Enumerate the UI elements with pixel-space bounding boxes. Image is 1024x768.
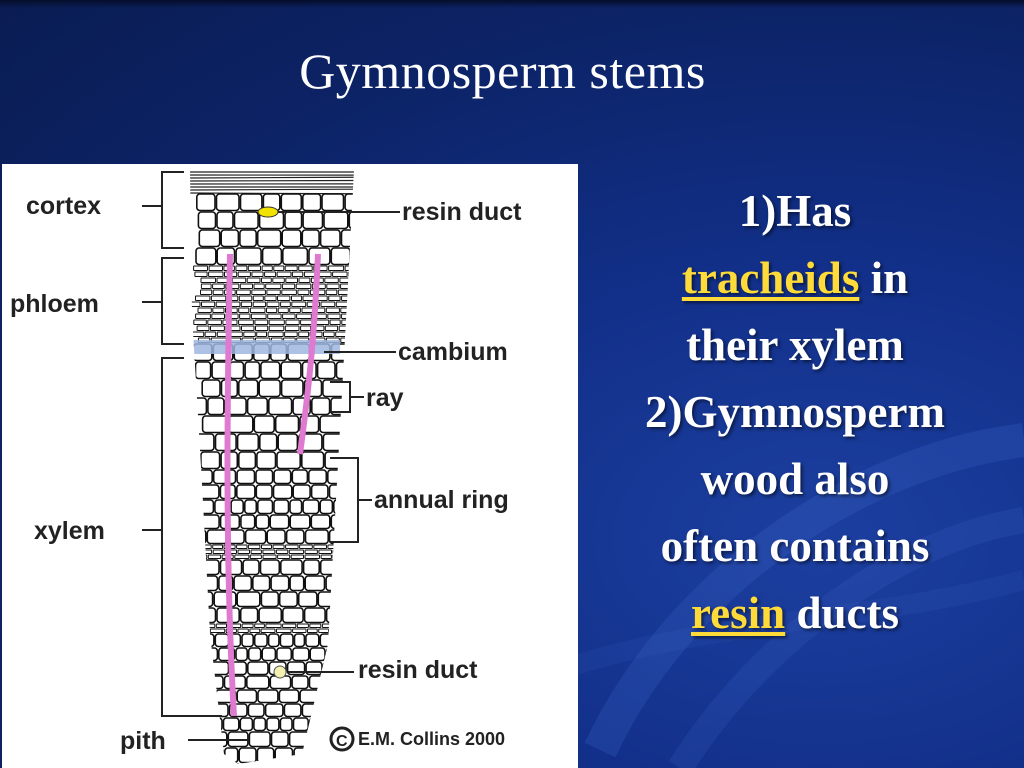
point-2-line-2: wood also — [700, 454, 890, 504]
resin-duct-top-mark — [257, 206, 279, 218]
credit-text: E.M. Collins 2000 — [358, 729, 506, 749]
point-2-line-3: often contains — [660, 521, 930, 571]
ray-line-left — [224, 253, 237, 717]
stem-illustration: C — [142, 171, 400, 764]
label-cortex: cortex — [26, 192, 102, 220]
ray-line-right — [297, 253, 321, 455]
label-resin-duct-top: resin duct — [402, 198, 522, 226]
label-ray: ray — [366, 384, 404, 412]
point-2-after: ducts — [796, 588, 899, 638]
label-phloem: phloem — [10, 290, 99, 318]
point-1-line-3: their xylem — [686, 320, 904, 370]
resin-duct-bottom-mark — [273, 665, 287, 679]
label-resin-duct-bottom: resin duct — [358, 656, 478, 684]
cambium-band — [190, 340, 340, 354]
point-1-line-1: 1)Has — [600, 178, 990, 245]
point-1-after: in — [870, 253, 909, 303]
highlight-resin: resin — [691, 588, 786, 638]
label-xylem: xylem — [34, 517, 105, 545]
slide-title: Gymnosperm stems — [299, 43, 706, 99]
label-annual-ring: annual ring — [374, 486, 509, 514]
copyright-icon — [329, 726, 355, 752]
bullet-text-block: 1)Has tracheids in their xylem 2)Gymnosp… — [600, 178, 990, 647]
stem-cross-section-diagram: C cortex phloem xylem pith resin duct ca… — [2, 164, 578, 768]
point-1-line-2: tracheids in — [600, 245, 990, 312]
point-2-line-4: resin ducts — [600, 580, 990, 647]
highlight-tracheids: tracheids — [681, 253, 860, 303]
point-1-prefix: 1)Has — [738, 186, 852, 236]
svg-text:C: C — [336, 733, 348, 750]
top-shadow-band — [0, 0, 1024, 8]
label-pith: pith — [120, 727, 166, 755]
point-2-line-1: 2)Gymnosperm — [645, 387, 945, 437]
label-cambium: cambium — [398, 338, 508, 366]
label-leaders — [142, 171, 400, 741]
